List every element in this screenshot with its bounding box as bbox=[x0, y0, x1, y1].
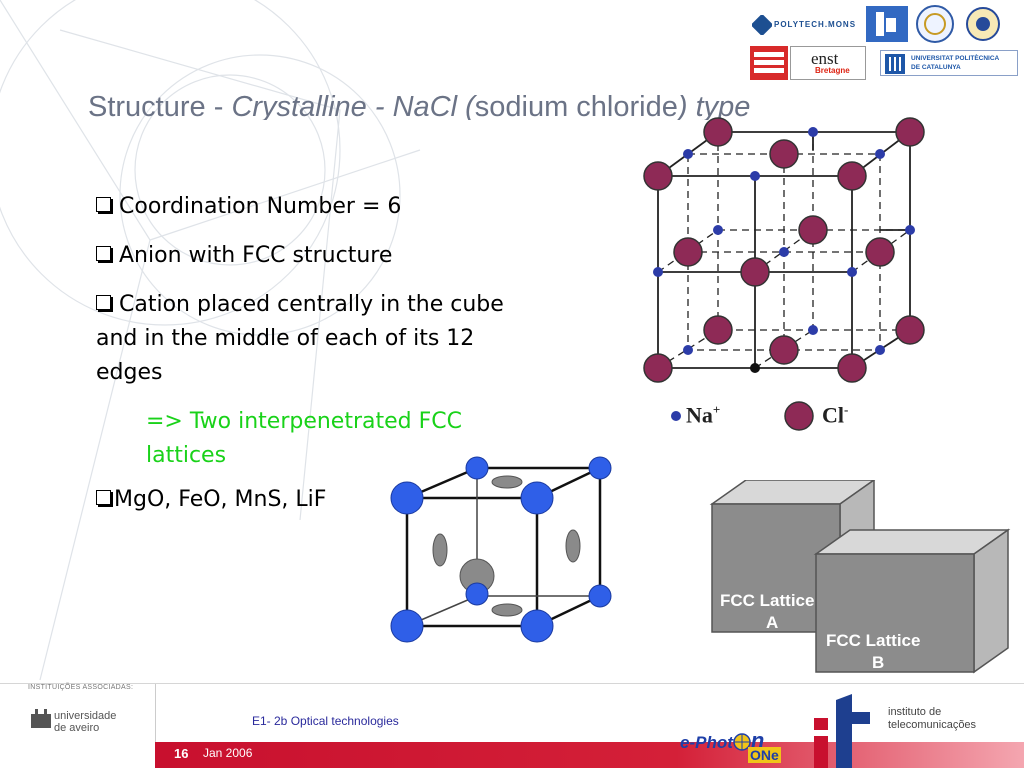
crest-logo-blue bbox=[866, 6, 908, 42]
title-sodium-chloride: sodium chloride bbox=[474, 91, 678, 120]
it-line2: telecomunicações bbox=[888, 719, 977, 731]
sodium-legend-label: Na+ bbox=[686, 402, 721, 428]
ua-line1: universidade bbox=[54, 710, 117, 722]
slide-title: Structure - Crystalline - NaCl (sodium c… bbox=[88, 88, 908, 120]
lattice-legend: Na+ Cl- bbox=[668, 396, 868, 436]
fcc-a-label: FCC Lattice bbox=[720, 591, 815, 610]
university-crest-icon bbox=[966, 7, 1000, 41]
it-line1: instituto de bbox=[888, 706, 942, 718]
chloride-legend-icon bbox=[784, 401, 814, 431]
telecom-emblem-icon bbox=[754, 52, 784, 73]
bullet-anion: Anion with FCC structure bbox=[96, 239, 536, 273]
checkbox-bullet-icon bbox=[96, 490, 111, 505]
bullet-coordination: Coordination Number = 6 bbox=[96, 190, 536, 224]
sub-bullet-text: => Two interpenetrated FCC lattices bbox=[146, 409, 462, 468]
footer-band bbox=[155, 742, 1024, 768]
chloride-legend-label: Cl- bbox=[822, 402, 849, 428]
bullet-text: Coordination Number = 6 bbox=[119, 194, 402, 219]
instituto-telecomunicacoes-label: instituto de telecomunicações bbox=[888, 706, 976, 732]
chloride-atoms bbox=[643, 117, 925, 383]
fcc-b-label: FCC Lattice bbox=[826, 631, 921, 650]
enst-bretagne-logo: enst Bretagne bbox=[790, 46, 866, 80]
universidade-aveiro-label: universidade de aveiro bbox=[54, 710, 116, 734]
fcc-face-atoms bbox=[432, 475, 581, 617]
polytech-mons-logo: POLYTECH.MONS bbox=[750, 6, 862, 42]
slide-number: 16 bbox=[174, 746, 189, 761]
polytech-label: POLYTECH.MONS bbox=[774, 20, 857, 29]
footer-divider bbox=[0, 683, 1024, 684]
footer-vertical-divider bbox=[155, 684, 156, 742]
fcc-lattice-blocks bbox=[709, 480, 1011, 674]
instituto-telecomunicacoes-logo-icon bbox=[814, 694, 870, 768]
universidade-aveiro-logo-icon bbox=[31, 709, 51, 728]
enst-label: enst bbox=[811, 49, 839, 68]
upc-label-line2: DE CATALUNYA bbox=[911, 64, 961, 71]
sodium-legend-icon bbox=[671, 411, 681, 421]
sub-bullet-interpenetrated: => Two interpenetrated FCC lattices bbox=[96, 405, 476, 473]
fcc-lattice-b-block bbox=[813, 528, 1011, 674]
university-seal-icon bbox=[916, 5, 954, 43]
upc-emblem-icon bbox=[885, 54, 905, 74]
partner-logos: POLYTECH.MONS enst Bretagne UNIVERSITAT … bbox=[750, 4, 1020, 82]
title-crystalline: Crystalline bbox=[231, 91, 367, 120]
checkbox-bullet-icon bbox=[96, 295, 111, 310]
title-type: ) type bbox=[677, 91, 751, 120]
upc-label-line1: UNIVERSITAT POLITÈCNICA bbox=[911, 55, 1000, 62]
fcc-cube-diagram bbox=[390, 456, 612, 643]
title-structure: Structure - bbox=[88, 91, 232, 120]
ephoton-text: e-Phot bbox=[680, 733, 733, 752]
upc-logo: UNIVERSITAT POLITÈCNICA DE CATALUNYA bbox=[880, 50, 1018, 76]
bullet-text: Anion with FCC structure bbox=[119, 243, 393, 268]
enst-sub-label: Bretagne bbox=[815, 66, 850, 75]
course-label: E1- 2b Optical technologies bbox=[252, 714, 399, 728]
fcc-a-sub-label: A bbox=[766, 613, 779, 632]
institutions-label: INSTITUIÇÕES ASSOCIADAS: bbox=[28, 684, 134, 691]
bullet-text: Cation placed centrally in the cube and … bbox=[96, 292, 504, 385]
bullet-cation: Cation placed centrally in the cube and … bbox=[96, 288, 526, 390]
ua-line2: de aveiro bbox=[54, 722, 100, 734]
globe-icon bbox=[733, 733, 751, 751]
ephoton-n: n bbox=[750, 728, 765, 753]
crest-emblem-icon bbox=[876, 12, 896, 36]
telecom-paris-logo bbox=[750, 46, 788, 80]
bullet-text: MgO, FeO, MnS, LiF bbox=[114, 487, 327, 512]
checkbox-bullet-icon bbox=[96, 246, 111, 261]
polytech-emblem-icon bbox=[752, 15, 772, 35]
bullet-list: Coordination Number = 6 Anion with FCC s… bbox=[96, 190, 536, 532]
seal-logo-1 bbox=[914, 4, 956, 44]
ephoton-one-text: ONe bbox=[748, 747, 781, 763]
seal-logo-2 bbox=[964, 4, 1002, 44]
fcc-corner-atoms bbox=[390, 456, 612, 643]
slide-date: Jan 2006 bbox=[203, 746, 253, 760]
checkbox-bullet-icon bbox=[96, 197, 111, 212]
title-nacl: - NaCl ( bbox=[366, 91, 475, 120]
ephoton-one-logo: e-Phot n bbox=[680, 728, 764, 754]
nacl-lattice-diagram bbox=[643, 117, 925, 383]
fcc-b-sub-label: B bbox=[872, 653, 885, 672]
bullet-examples: MgO, FeO, MnS, LiF bbox=[96, 483, 536, 517]
